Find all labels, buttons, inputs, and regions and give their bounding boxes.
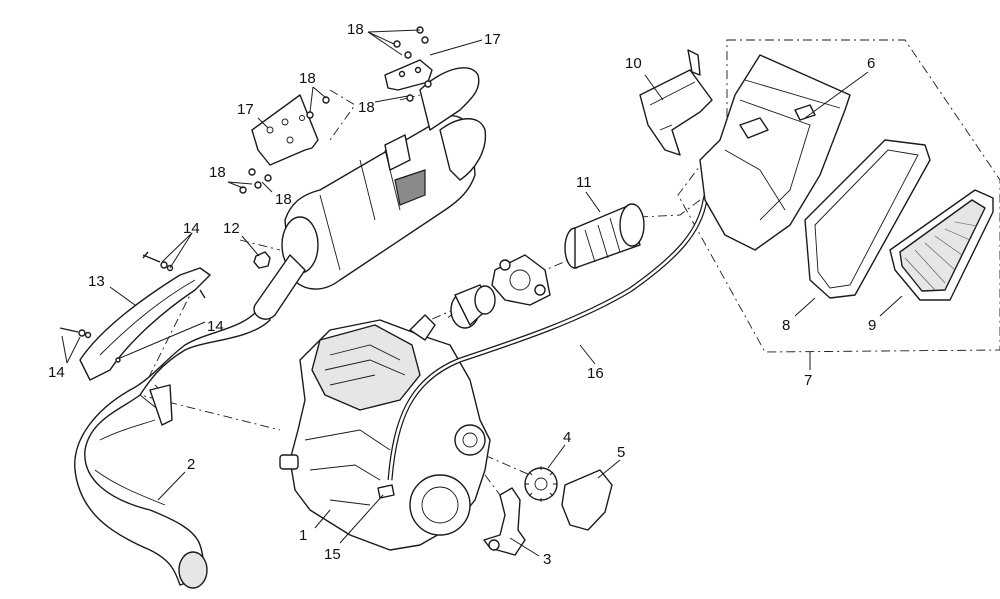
airbox-group-outline <box>677 39 1000 353</box>
lever-3 <box>483 487 526 556</box>
callout-14-left: 14 <box>48 364 65 381</box>
exhaust-hanger-13 <box>79 267 211 381</box>
callout-1: 1 <box>299 527 307 544</box>
hose-clip-15 <box>377 484 395 499</box>
callout-18-mid-upper: 18 <box>299 70 316 87</box>
callout-15: 15 <box>324 546 341 563</box>
engine-1 <box>279 314 491 551</box>
callout-17-top: 17 <box>484 31 501 48</box>
callout-13: 13 <box>88 273 105 290</box>
callout-10: 10 <box>625 55 642 72</box>
callout-12: 12 <box>223 220 240 237</box>
leader-lines <box>61 29 903 557</box>
callout-9: 9 <box>868 317 876 334</box>
callout-5: 5 <box>617 444 625 461</box>
intake-funnel-11 <box>564 203 645 269</box>
callout-18-right: 18 <box>275 191 292 208</box>
callout-2: 2 <box>187 456 195 473</box>
callout-14-right: 14 <box>207 318 224 335</box>
callout-4: 4 <box>563 429 571 446</box>
callout-18-mid: 18 <box>358 99 375 116</box>
callout-16: 16 <box>587 365 604 382</box>
airbox-6 <box>699 54 851 251</box>
fasteners-18 <box>239 26 432 194</box>
callout-18-top: 18 <box>347 21 364 38</box>
callout-labels: 18 17 10 6 18 18 17 18 18 11 14 12 13 8 … <box>48 21 876 568</box>
muffler-assembly <box>253 67 487 320</box>
intake-boot <box>450 284 496 329</box>
callout-6: 6 <box>867 55 875 72</box>
exhaust-header <box>74 304 271 589</box>
bolts-14 <box>59 251 206 363</box>
bracket-10 <box>639 49 713 156</box>
callout-8: 8 <box>782 317 790 334</box>
sprocket-4 <box>524 466 558 502</box>
callout-7: 7 <box>804 372 812 389</box>
filter-frame-8 <box>804 139 931 299</box>
callout-11: 11 <box>576 174 592 191</box>
air-filter-element-9 <box>889 189 994 301</box>
callout-14-top: 14 <box>183 220 200 237</box>
heat-shield-left <box>251 94 319 166</box>
nut-12 <box>253 251 271 269</box>
sprocket-cover-5 <box>561 469 613 531</box>
throttle-body <box>491 254 551 306</box>
callout-3: 3 <box>543 551 551 568</box>
callout-17-left: 17 <box>237 101 254 118</box>
callout-18-left: 18 <box>209 164 226 181</box>
